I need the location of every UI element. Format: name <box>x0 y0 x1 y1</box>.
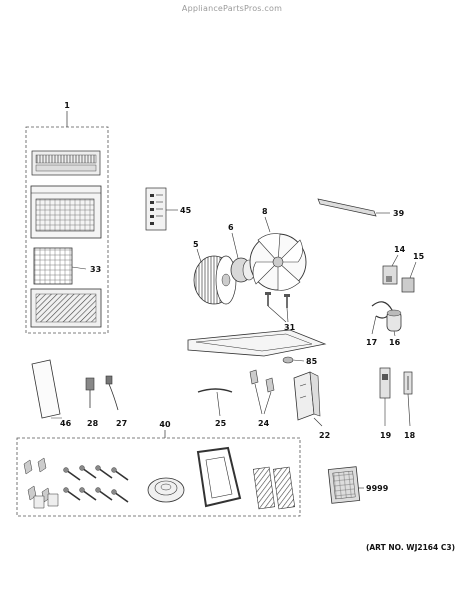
callout-33: 33 <box>90 265 101 274</box>
callout-8: 8 <box>262 207 268 216</box>
screws-31-part <box>265 292 290 308</box>
side-bracket-part <box>293 371 321 421</box>
callout-15: 15 <box>413 252 425 261</box>
callout-25: 25 <box>215 419 227 428</box>
relay-part <box>401 277 415 293</box>
seal-strip-part <box>317 198 377 217</box>
base-pan-part <box>187 329 327 357</box>
callout-9999: 9999 <box>366 484 389 493</box>
callout-1: 1 <box>64 101 70 110</box>
watermark: AppliancePartsPros.com <box>181 4 283 13</box>
callout-22: 22 <box>319 431 330 440</box>
switch-19-part <box>379 367 391 399</box>
blower-wheel-part <box>193 255 237 305</box>
grommet-part <box>282 356 294 364</box>
callout-5: 5 <box>193 240 199 249</box>
filter-part <box>33 247 73 285</box>
group-40-dashed-box <box>16 437 301 517</box>
callout-14: 14 <box>394 245 406 254</box>
front-frame-part <box>30 185 102 239</box>
callout-6: 6 <box>228 223 234 232</box>
fan-blade-part <box>249 233 307 291</box>
install-hardware-part <box>23 446 296 510</box>
callout-28: 28 <box>87 419 99 428</box>
rating-plate-part <box>31 359 61 419</box>
switch-bracket-part <box>382 265 398 285</box>
thermistor-28-part <box>85 377 95 408</box>
switch-18-part <box>403 371 413 395</box>
callout-24: 24 <box>258 419 270 428</box>
control-board-part <box>145 187 167 231</box>
owner-manual-part <box>327 466 361 504</box>
capacitor-part <box>386 309 402 332</box>
callout-16: 16 <box>389 338 401 347</box>
callout-18: 18 <box>404 431 416 440</box>
callout-27: 27 <box>116 419 127 428</box>
callout-46: 46 <box>60 419 72 428</box>
callout-39: 39 <box>393 209 405 218</box>
callout-17: 17 <box>366 338 377 347</box>
control-panel-part <box>31 150 101 176</box>
callout-40: 40 <box>159 420 171 429</box>
sensor-27-part <box>105 375 119 411</box>
drain-hose-part <box>197 388 233 393</box>
art-number: (ART NO. WJ2164 C3) <box>366 543 455 552</box>
clips-24-part <box>249 369 275 393</box>
callout-31: 31 <box>284 323 296 332</box>
callout-19: 19 <box>380 431 392 440</box>
callout-85: 85 <box>306 357 318 366</box>
callout-45: 45 <box>180 206 192 215</box>
louver-grille-part <box>30 288 102 328</box>
